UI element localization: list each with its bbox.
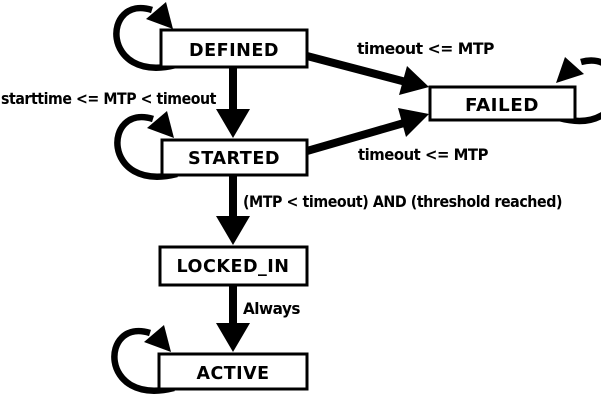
state-locked-in: LOCKED_IN: [158, 245, 309, 287]
edge-locked-in-to-active: [216, 285, 250, 352]
state-label: FAILED: [465, 95, 539, 116]
state-box: [158, 245, 309, 287]
arrowhead-icon: [216, 323, 250, 352]
edge-line: [305, 119, 406, 155]
state-label: LOCKED_IN: [177, 256, 290, 277]
state-label: ACTIVE: [197, 363, 270, 384]
state-active: ACTIVE: [157, 352, 309, 391]
edge-defined-to-started: [216, 67, 250, 138]
arrowhead-icon: [216, 216, 250, 245]
edge-defined-to-failed: [305, 52, 429, 95]
state-box: [428, 85, 577, 122]
edge-line: [305, 52, 408, 86]
self-loop-defined: [113, 2, 177, 71]
self-loop-curve: [111, 327, 175, 394]
state-label: DEFINED: [189, 40, 279, 61]
arrowhead-icon: [144, 325, 171, 352]
state-failed: FAILED: [428, 85, 577, 122]
arrowhead-icon: [398, 108, 429, 137]
self-loop-started: [114, 111, 178, 180]
edge-label-defined-to-started: starttime <= MTP < timeout: [1, 89, 217, 108]
arrowhead-icon: [146, 2, 173, 29]
state-box: [157, 352, 309, 391]
edge-label-defined-to-failed: timeout <= MTP: [357, 39, 495, 58]
self-loop-curve: [558, 57, 601, 124]
state-label: STARTED: [188, 148, 280, 169]
arrowhead-icon: [216, 109, 250, 138]
state-defined: DEFINED: [159, 28, 309, 69]
edge-label-started-to-locked-in: (MTP < timeout) AND (threshold reached): [243, 192, 562, 211]
self-loop-curve: [113, 4, 177, 71]
edge-label-started-to-failed: timeout <= MTP: [358, 145, 489, 164]
self-loop-failed: [556, 57, 601, 124]
state-box: [159, 28, 309, 69]
arrowhead-icon: [556, 57, 584, 83]
arrowhead-icon: [399, 66, 429, 95]
state-box: [160, 138, 309, 177]
edge-started-to-failed: [305, 108, 429, 155]
self-loop-active: [111, 325, 175, 394]
state-started: STARTED: [160, 138, 309, 177]
edge-label-locked-in-to-active: Always: [243, 299, 300, 318]
arrowhead-icon: [147, 111, 174, 138]
self-loop-curve: [114, 113, 178, 180]
edge-started-to-locked-in: [216, 175, 250, 245]
